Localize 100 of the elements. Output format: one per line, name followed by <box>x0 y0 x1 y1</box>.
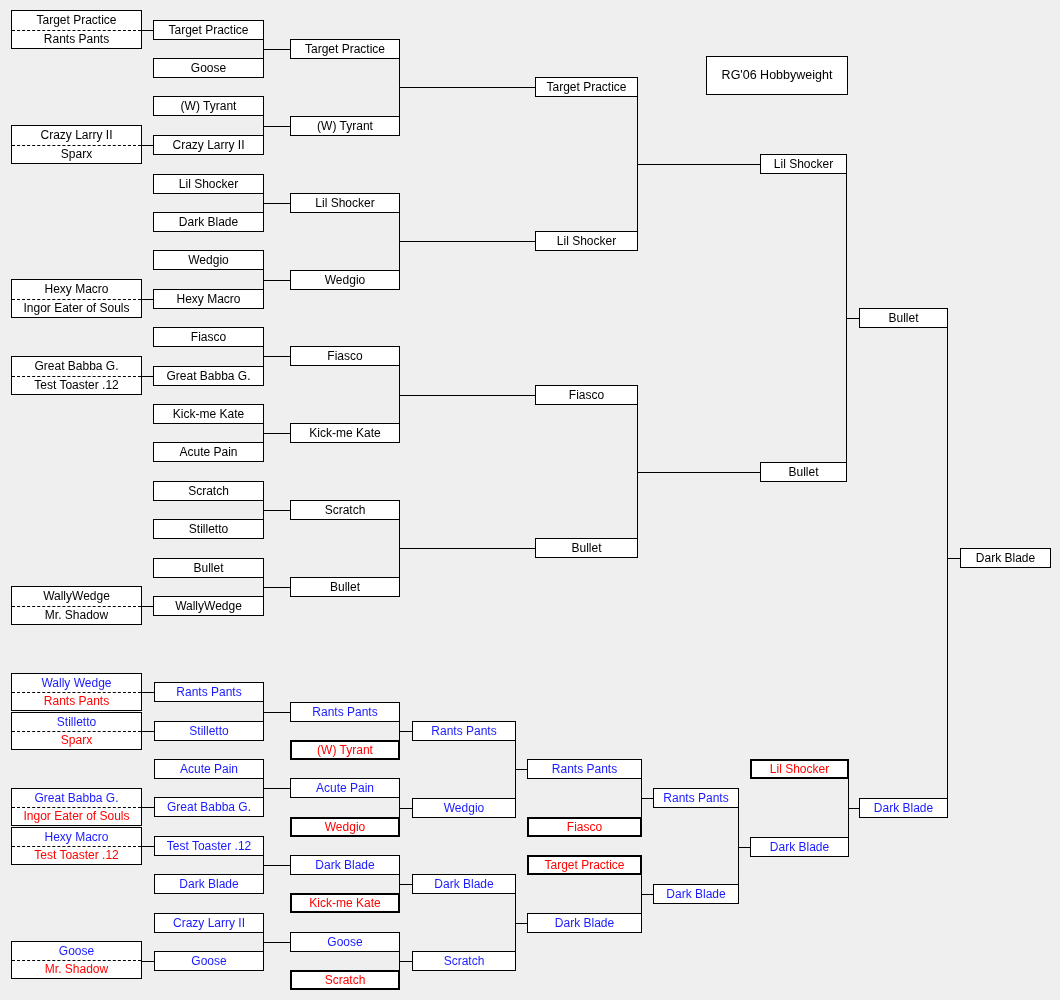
bracket-slot <box>760 154 847 174</box>
bracket-slot <box>154 759 264 779</box>
bracket-slot <box>153 442 264 462</box>
entrant-name: Stilletto <box>188 522 229 536</box>
entrant-name: Crazy Larry II <box>40 128 113 143</box>
bracket-slot <box>154 797 264 817</box>
bracket-slot <box>290 39 400 59</box>
bracket-slot <box>290 346 400 366</box>
bracket-slot <box>153 289 264 309</box>
bracket-slot <box>412 798 516 818</box>
title: RG'06 Hobbyweight <box>721 68 833 83</box>
bracket-slot <box>153 596 264 616</box>
entrant-name: Dark Blade <box>178 215 239 229</box>
bracket-slot <box>290 116 400 136</box>
entrant-name: Rants Pants <box>43 31 110 46</box>
entrant-name: Rants Pants <box>43 694 110 708</box>
bracket-slot <box>750 837 849 857</box>
bracket-slot <box>527 913 642 933</box>
entrant-name: Fiasco <box>566 820 603 834</box>
entrant-name: Lil Shocker <box>178 177 239 191</box>
entrant-name: Wedgio <box>324 820 366 834</box>
bracket-line <box>399 808 413 818</box>
entrant-name: Lil Shocker <box>769 762 830 776</box>
bracket-line <box>141 376 154 377</box>
bracket-line <box>141 145 154 146</box>
entrant-name: Target Practice <box>546 80 627 94</box>
bracket-line <box>263 510 291 520</box>
entrant-name: Target Practice <box>36 13 117 28</box>
match-box <box>11 586 142 625</box>
bracket-slot <box>412 874 516 894</box>
entrant-name: Goose <box>327 935 363 949</box>
bracket-line <box>263 356 291 367</box>
match-box <box>11 279 142 318</box>
entrant-name: Mr. Shadow <box>44 607 109 622</box>
entrant-name: Acute Pain <box>179 762 238 776</box>
bracket-slot <box>153 58 264 78</box>
bracket-line <box>263 788 291 798</box>
highlighted-slot <box>290 740 400 760</box>
bracket-slot <box>153 135 264 155</box>
highlighted-slot <box>290 893 400 913</box>
bracket-line <box>141 299 154 300</box>
bracket-slot <box>154 951 264 971</box>
entrant-name: Rants Pants <box>431 724 497 738</box>
match-box <box>11 125 142 164</box>
bracket-line <box>399 395 536 424</box>
bracket-line <box>641 798 654 818</box>
entrant-name: Scratch <box>324 503 366 517</box>
bracket-slot <box>535 385 638 405</box>
bracket-slot <box>535 77 638 97</box>
bracket-slot <box>153 519 264 539</box>
bracket-slot <box>153 327 264 347</box>
match-box <box>11 712 142 750</box>
entrant-name: Mr. Shadow <box>44 962 109 976</box>
bracket-line <box>515 923 528 952</box>
entrant-name: Test Toaster .12 <box>166 839 252 853</box>
entrant-name: Stilletto <box>56 715 97 729</box>
bracket-slot <box>153 366 264 386</box>
entrant-name: WallyWedge <box>43 589 110 604</box>
bracket-line <box>399 548 536 578</box>
entrant-name: Dark Blade <box>554 916 615 930</box>
entrant-name: Dark Blade <box>179 877 239 891</box>
entrant-name: Scratch <box>188 484 229 498</box>
entrant-name: Dark Blade <box>975 551 1036 565</box>
bracket-slot <box>153 558 264 578</box>
entrant-name: Target Practice <box>544 858 625 872</box>
bracket-slot <box>290 702 400 722</box>
bracket-slot <box>290 270 400 290</box>
entrant-name: Dark Blade <box>769 840 830 854</box>
bracket-line <box>399 961 413 971</box>
bracket-line <box>263 942 291 952</box>
bracket-slot <box>412 951 516 971</box>
match-box <box>11 673 142 711</box>
entrant-name: Wedgio <box>443 801 485 815</box>
bracket-line <box>141 606 154 607</box>
bracket-slot <box>290 500 400 520</box>
entrant-name: Goose <box>191 954 227 968</box>
entrant-name: Dark Blade <box>666 887 726 901</box>
bracket-slot <box>760 462 847 482</box>
entrant-name: Great Babba G. <box>166 800 251 814</box>
bracket-line <box>263 126 291 136</box>
entrant-name: Wally Wedge <box>41 676 112 690</box>
highlighted-slot <box>290 817 400 837</box>
entrant-name: Crazy Larry II <box>172 138 245 152</box>
entrant-name: Rants Pants <box>551 762 618 776</box>
entrant-name: Sparx <box>60 733 93 747</box>
entrant-name: Sparx <box>60 146 93 161</box>
entrant-name: Stilletto <box>189 724 229 738</box>
title-panel <box>706 56 848 95</box>
entrant-name: Rants Pants <box>176 685 242 699</box>
bracket-slot <box>154 874 264 894</box>
bracket-slot <box>153 212 264 232</box>
bracket-line <box>141 692 155 693</box>
entrant-name: Dark Blade <box>434 877 494 891</box>
bracket-line <box>399 731 413 741</box>
bracket-slot <box>960 548 1051 568</box>
highlighted-slot <box>290 970 400 990</box>
bracket-line <box>263 712 291 722</box>
entrant-name: Target Practice <box>168 23 249 37</box>
bracket-slot <box>154 682 264 702</box>
bracket-slot <box>412 721 516 741</box>
